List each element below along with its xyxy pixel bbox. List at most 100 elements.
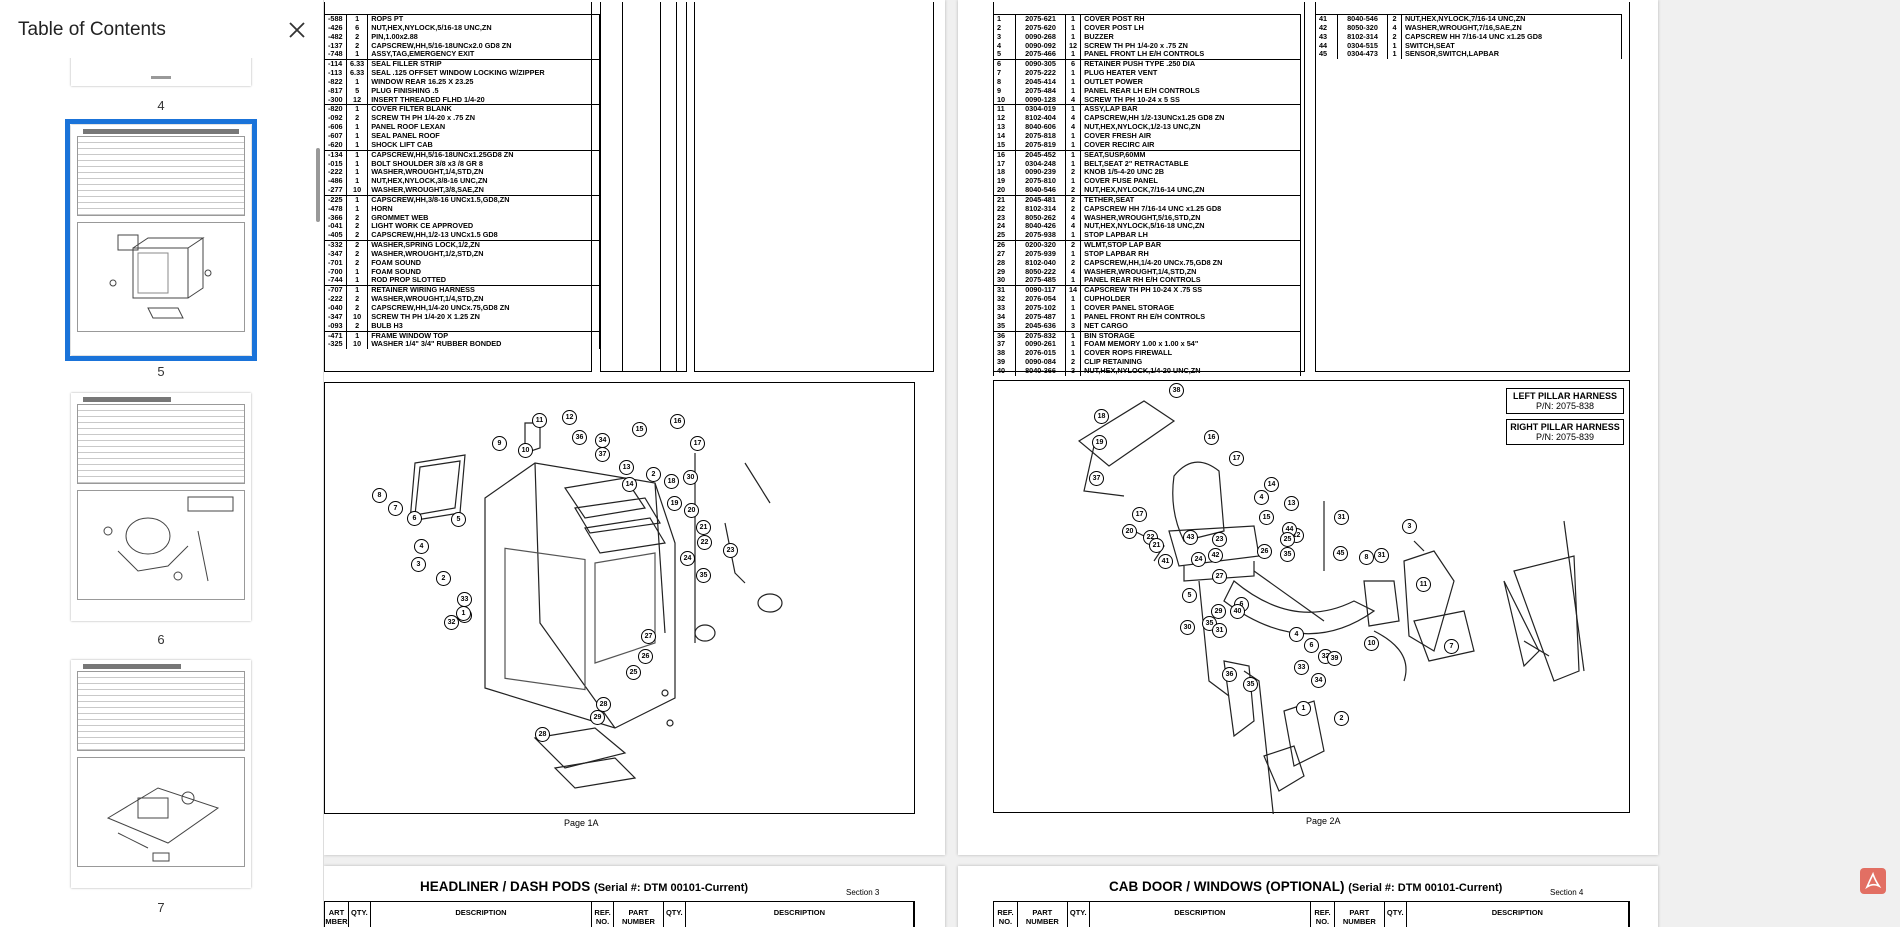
- table-cell: 4: [1064, 113, 1082, 124]
- table-cell: ROPS PT: [367, 13, 601, 24]
- table-header-cell: DESCRIPTION: [371, 902, 593, 927]
- table-cell: 12: [1064, 41, 1082, 51]
- callout-marker: 14: [1264, 477, 1279, 492]
- table-cell: 1: [345, 104, 369, 115]
- table-columns-mid: [600, 2, 687, 372]
- thumbnail-list[interactable]: 4 5 6 7: [0, 58, 318, 927]
- table-cell: 2: [345, 249, 369, 259]
- table-cell: SCREW TH PH 10-24 x 5 SS: [1080, 95, 1302, 105]
- table-cell: BOLT SHOULDER 3/8 x3 /8 GR 8: [367, 159, 601, 169]
- callout-marker: 15: [1259, 510, 1274, 525]
- table-cell: 10: [345, 312, 369, 322]
- table-cell: SHOCK LIFT CAB: [367, 140, 601, 151]
- table-cell: NUT,HEX,NYLOCK,7/16-14 UNC,ZN: [1401, 13, 1622, 24]
- callout-marker: 5: [451, 512, 466, 527]
- table-cell: 1: [1064, 104, 1082, 115]
- table-cell: ROD PROP SLOTTED: [367, 275, 601, 286]
- table-cell: WASHER 1/4" 3/4" RUBBER BONDED: [367, 340, 601, 350]
- callout-marker: 1: [456, 606, 471, 621]
- table-cell: COVER RECIRC AIR: [1080, 140, 1302, 151]
- callout-marker: 7: [1444, 639, 1459, 654]
- table-cell: 2: [1064, 240, 1082, 250]
- callout-marker: 8: [372, 488, 387, 503]
- callout-marker: 43: [1183, 530, 1198, 545]
- table-cell: 1: [1064, 176, 1082, 187]
- table-cell: 2: [1064, 258, 1082, 268]
- table-cell: WASHER,WROUGHT,3/8,SAE,ZN: [367, 185, 601, 196]
- table-cell: CAPSCREW HH 7/16-14 UNC x1.25 GD8: [1401, 32, 1622, 42]
- table-cell: BULB H3: [367, 321, 601, 332]
- section-serial-3: (Serial #: DTM 00101-Current): [594, 882, 749, 894]
- table-cell: RETAINER WIRING HARNESS: [367, 285, 601, 296]
- table-cell: PANEL REAR RH E/H CONTROLS: [1080, 275, 1302, 286]
- table-cell: 1: [1064, 32, 1082, 42]
- table-header-cell: ART MBER: [325, 902, 349, 927]
- table-cell: OUTLET POWER: [1080, 77, 1302, 87]
- close-icon[interactable]: [284, 17, 310, 43]
- callout-marker: 31: [1212, 623, 1227, 638]
- harness-pn-right: P/N: 2075-839: [1535, 432, 1595, 442]
- table-cell: 1: [1064, 303, 1082, 313]
- callout-marker: 41: [1158, 554, 1173, 569]
- table-cell: 4: [1064, 95, 1082, 105]
- callout-marker: 19: [667, 496, 682, 511]
- table-cell: PLUG FINISHING .5: [367, 86, 601, 96]
- callout-marker: 4: [1254, 490, 1269, 505]
- table-cell: NUT,HEX,NYLOCK,3/8-16 UNC,ZN: [367, 176, 601, 187]
- callout-marker: 27: [1212, 569, 1227, 584]
- table-cell: CLIP RETAINING: [1080, 357, 1302, 367]
- section-number-4: Section 4: [1550, 888, 1584, 897]
- table-cell: 2: [345, 213, 369, 223]
- table-cell: SCREW TH PH 1/4-20 x .75 ZN: [367, 113, 601, 124]
- table-cell: SEAT,SUSP,60MM: [1080, 149, 1302, 160]
- table-cell: WASHER,WROUGHT,7/16,SAE,ZN: [1401, 23, 1622, 33]
- table-cell: BUZZER: [1080, 32, 1302, 42]
- callout-marker: 14: [622, 477, 637, 492]
- callout-marker: 24: [680, 551, 695, 566]
- table-cell: FRAME WINDOW TOP: [367, 330, 601, 341]
- table-cell: 4: [1064, 122, 1082, 132]
- table-cell: WASHER,WROUGHT,1/4,STD,ZN: [367, 167, 601, 178]
- table-cell: CAPSCREW,HH 1/2-13UNCx1.25 GD8 ZN: [1080, 113, 1302, 124]
- sidebar-scrollbar[interactable]: [316, 148, 320, 222]
- callout-marker: 18: [1094, 409, 1109, 424]
- page-thumbnail-6[interactable]: [71, 393, 251, 621]
- callout-marker: 35: [1280, 547, 1295, 562]
- sidebar-header: Table of Contents: [0, 0, 324, 58]
- table-cell: 1: [1064, 230, 1082, 241]
- harness-pn-left: P/N: 2075-838: [1535, 401, 1595, 411]
- table-cell: 3: [1064, 321, 1082, 332]
- table-cell: 1: [345, 149, 369, 160]
- table-frame-right: [694, 2, 934, 372]
- table-cell: WASHER,WROUGHT,1/4,STD,ZN: [1080, 267, 1302, 277]
- page-thumbnail-5[interactable]: [65, 119, 257, 361]
- adobe-pdf-icon[interactable]: [1860, 868, 1886, 894]
- section-title-3: HEADLINER / DASH PODS (Serial #: DTM 001…: [420, 879, 748, 894]
- page-thumbnail-7[interactable]: [71, 660, 251, 888]
- harness-title-right: RIGHT PILLAR HARNESS: [1510, 422, 1620, 432]
- table-cell: RETAINER PUSH TYPE .250 DIA: [1080, 59, 1302, 70]
- page-thumbnail-4[interactable]: [71, 58, 251, 86]
- table-cell: 1: [1064, 149, 1082, 160]
- table-cell: CUPHOLDER: [1080, 294, 1302, 304]
- callout-marker: 36: [1222, 667, 1237, 682]
